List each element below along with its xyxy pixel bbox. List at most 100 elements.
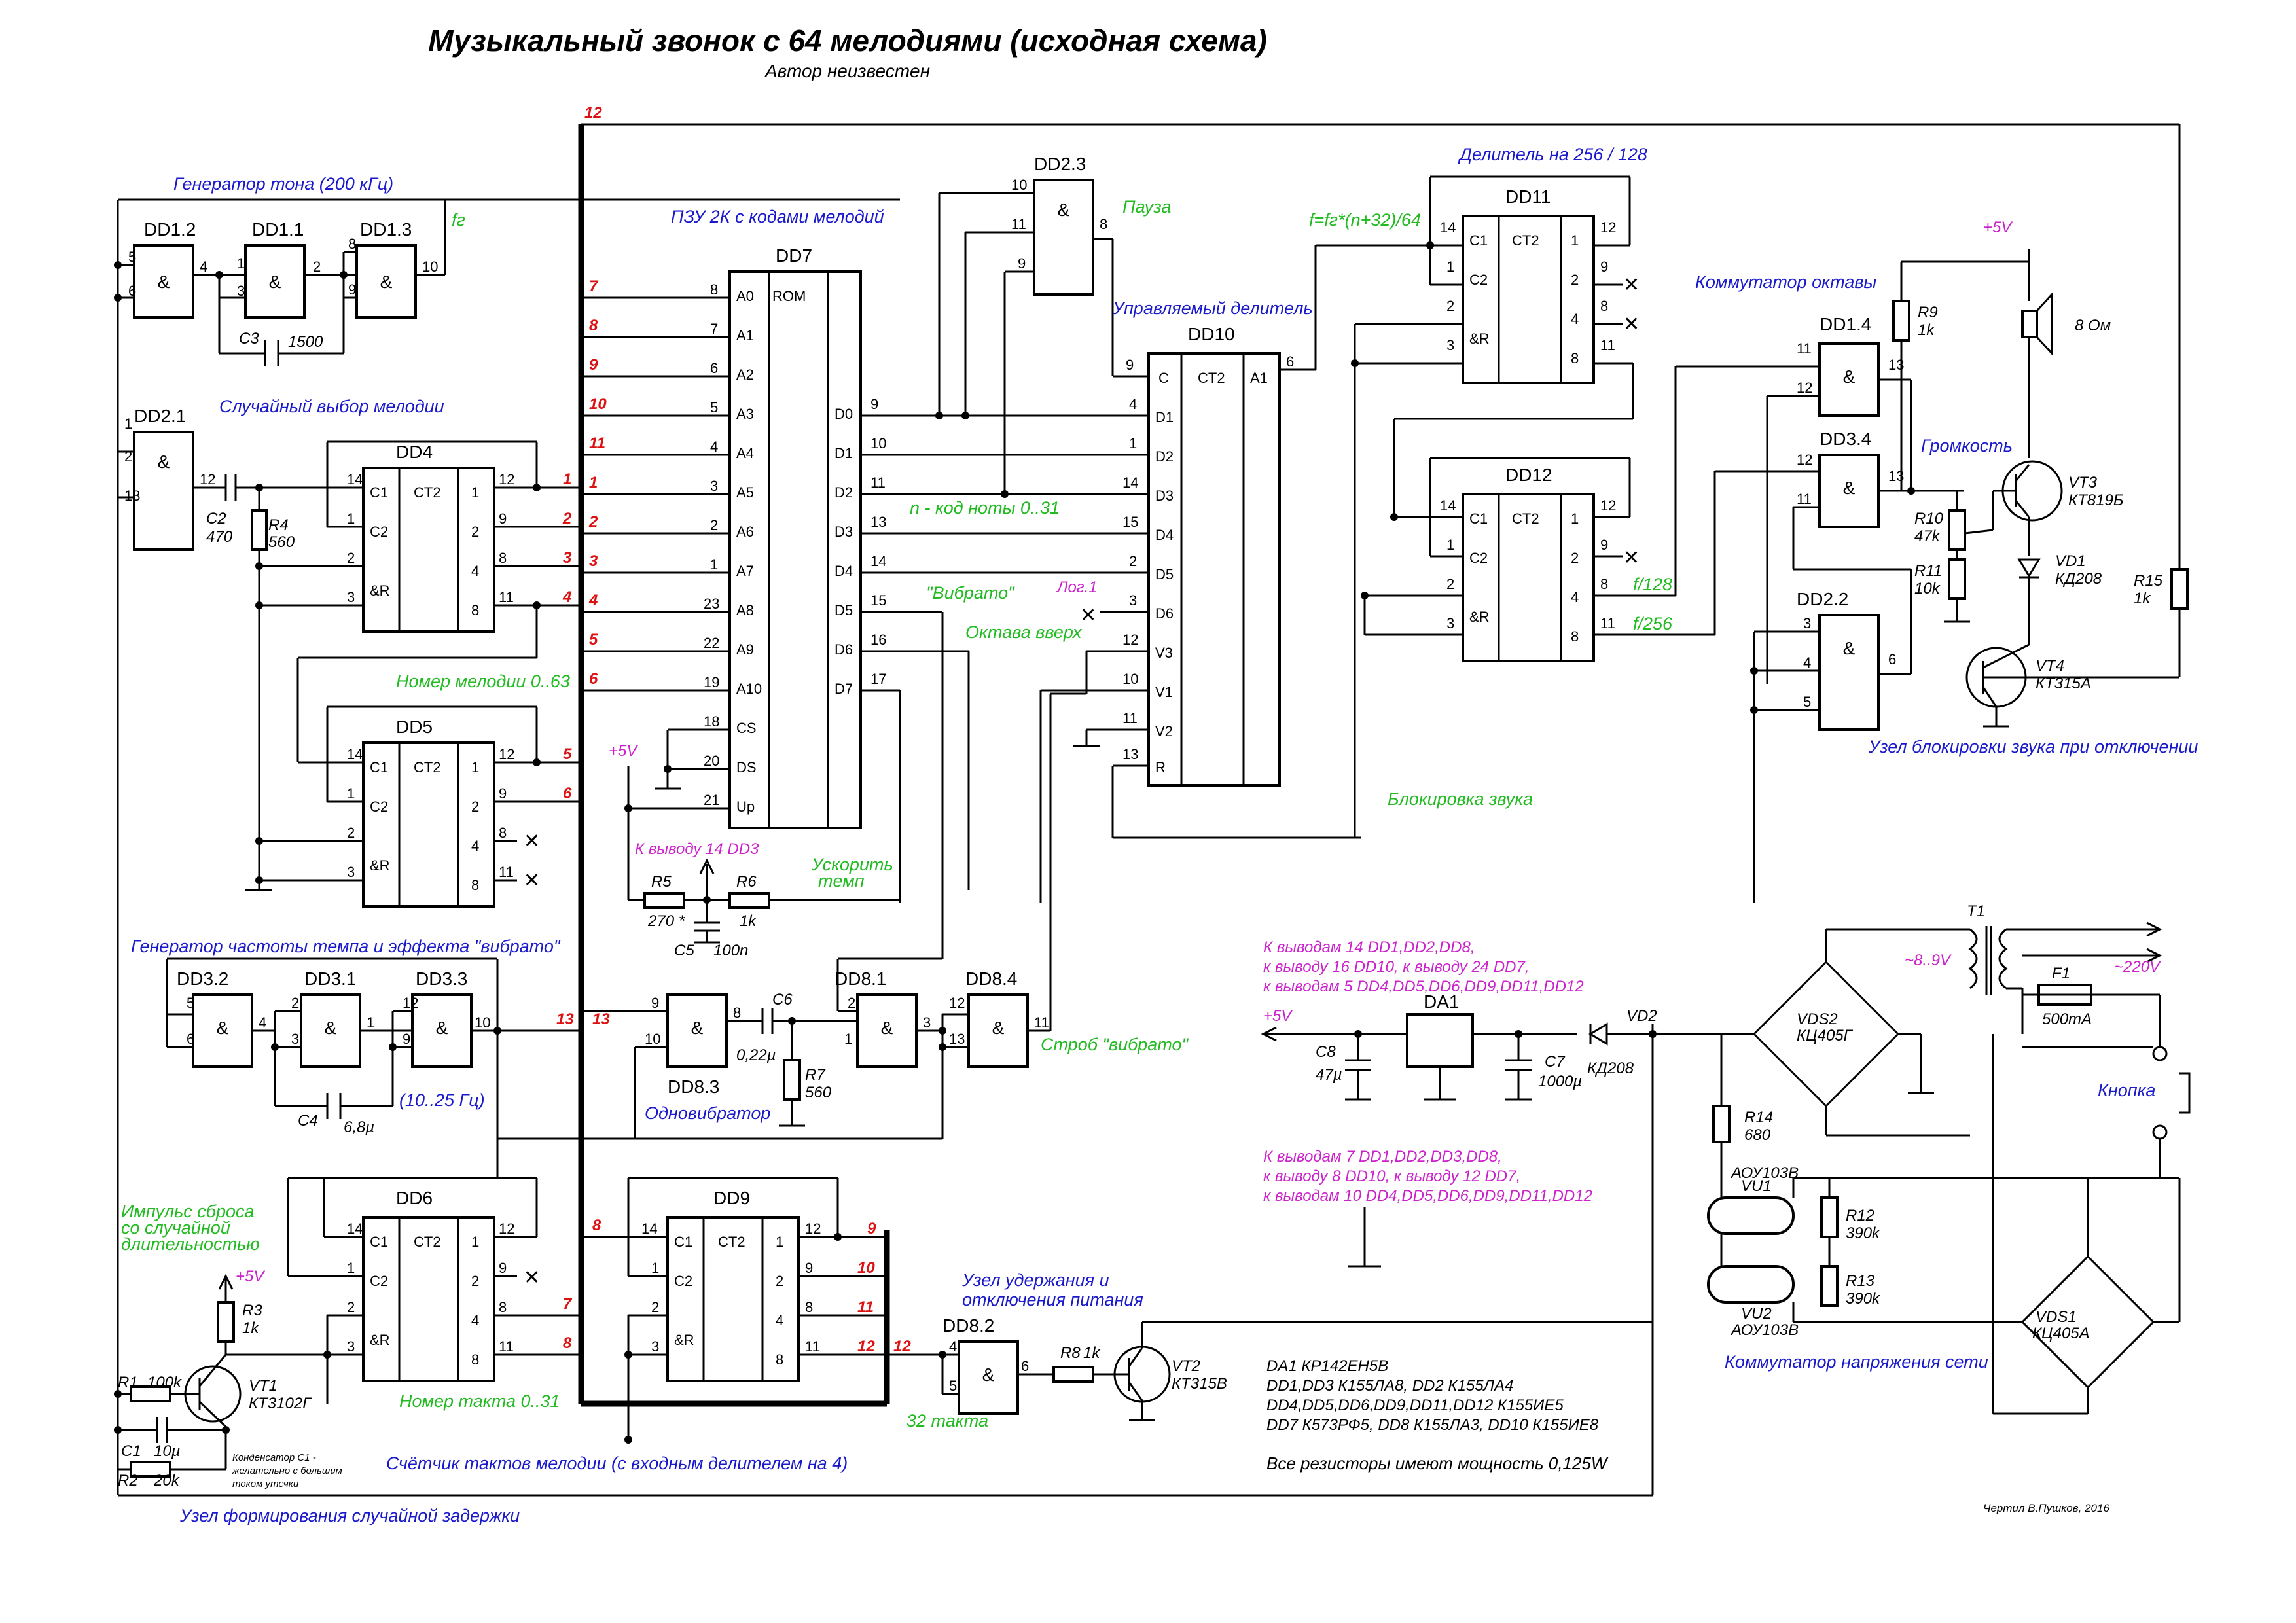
svg-text:7: 7 [563, 1295, 573, 1313]
svg-text:20: 20 [704, 753, 719, 769]
svg-text:2: 2 [848, 995, 855, 1011]
svg-text:9: 9 [651, 995, 659, 1011]
svg-text:6: 6 [589, 670, 598, 688]
svg-text:4: 4 [1129, 396, 1137, 412]
svg-text:1: 1 [471, 1234, 479, 1250]
svg-text:8: 8 [733, 1005, 741, 1021]
svg-text:R13: R13 [1846, 1272, 1875, 1290]
svg-text:Конденсатор С1 -: Конденсатор С1 - [232, 1452, 316, 1463]
svg-text:✕: ✕ [1623, 274, 1640, 296]
svg-text:&: & [982, 1364, 995, 1385]
svg-text:CT2: CT2 [1512, 232, 1539, 249]
svg-text:8: 8 [1100, 216, 1107, 232]
svg-text:✕: ✕ [524, 1267, 540, 1289]
f128-label: f/128 [1633, 575, 1672, 594]
svg-text:D6: D6 [1155, 605, 1174, 622]
svg-text:C2: C2 [1469, 550, 1488, 566]
vcc-note-2: к выводу 16 DD10, к выводу 24 DD7, [1263, 958, 1530, 976]
svg-text:1: 1 [1129, 435, 1137, 452]
svg-text:&: & [158, 272, 170, 292]
svg-text:C1: C1 [370, 1234, 388, 1250]
svg-text:R7: R7 [805, 1066, 826, 1084]
svg-text:током утечки: током утечки [232, 1478, 299, 1489]
svg-text:2: 2 [776, 1273, 783, 1289]
svg-text:10: 10 [422, 259, 438, 275]
svg-text:желательно с большим: желательно с большим [232, 1465, 342, 1476]
svg-text:VT4: VT4 [2036, 657, 2064, 675]
svg-text:470: 470 [206, 528, 233, 546]
svg-text:4: 4 [200, 259, 207, 275]
svg-text:8: 8 [1600, 576, 1608, 592]
svg-text:8 Ом: 8 Ом [2075, 317, 2111, 334]
svg-text:12: 12 [499, 1221, 514, 1237]
volume-label: Громкость [1921, 436, 2013, 455]
svg-text:15: 15 [870, 592, 886, 609]
speedup-line2: темп [818, 871, 865, 891]
svg-text:9: 9 [499, 1260, 507, 1276]
button-label: Кнопка [2098, 1080, 2155, 1100]
svg-text:8: 8 [589, 317, 598, 334]
svg-text:A1: A1 [736, 327, 754, 344]
svg-text:A9: A9 [736, 641, 754, 658]
gnd-note-3: к выводам 10 DD4,DD5,DD6,DD9,DD11,DD12 [1263, 1187, 1592, 1205]
reset-pulse-line2: со случайной [121, 1218, 230, 1238]
svg-text:R2: R2 [118, 1472, 138, 1489]
svg-text:3: 3 [923, 1014, 931, 1031]
svg-text:680: 680 [1744, 1126, 1771, 1144]
svg-text:2: 2 [471, 1273, 479, 1289]
svg-text:1k: 1k [1083, 1344, 1101, 1362]
svg-text:6: 6 [1021, 1358, 1029, 1374]
svg-text:D7: D7 [834, 681, 853, 697]
svg-text:&: & [992, 1018, 1005, 1038]
svg-text:6: 6 [1286, 353, 1294, 370]
svg-text:C1: C1 [1469, 510, 1488, 527]
svg-text:R15: R15 [2134, 572, 2163, 590]
svg-text:1000µ: 1000µ [1538, 1073, 1582, 1090]
svg-text:R5: R5 [651, 873, 672, 891]
svg-text:&: & [691, 1018, 704, 1038]
svg-text:9: 9 [1600, 259, 1608, 275]
svg-text:КТ3102Г: КТ3102Г [249, 1395, 312, 1412]
svg-text:9: 9 [589, 356, 598, 374]
svg-text:14: 14 [347, 1221, 363, 1237]
svg-text:100n: 100n [713, 942, 748, 959]
svg-text:2: 2 [1571, 550, 1579, 566]
svg-text:2: 2 [347, 1299, 355, 1315]
svg-text:C2: C2 [206, 510, 226, 527]
svg-text:4: 4 [471, 1312, 479, 1329]
svg-text:12: 12 [949, 995, 965, 1011]
svg-text:23: 23 [704, 596, 719, 612]
svg-text:R10: R10 [1914, 510, 1944, 527]
svg-text:10: 10 [1011, 177, 1027, 193]
svg-text:3: 3 [347, 589, 355, 605]
svg-text:DD2.2: DD2.2 [1797, 589, 1848, 609]
svg-text:+5V: +5V [1983, 219, 2013, 236]
svg-text:2: 2 [347, 825, 355, 841]
svg-text:DD6: DD6 [396, 1188, 433, 1208]
svg-text:1: 1 [844, 1031, 852, 1047]
svg-text:2: 2 [471, 524, 479, 540]
svg-text:20k: 20k [153, 1472, 181, 1489]
svg-text:&R: &R [370, 857, 390, 874]
svg-text:A4: A4 [736, 445, 754, 461]
svg-text:DD3.2: DD3.2 [177, 969, 228, 989]
svg-text:R14: R14 [1744, 1109, 1773, 1126]
svg-text:3: 3 [710, 478, 718, 494]
svg-text:12: 12 [403, 995, 418, 1011]
svg-text:11: 11 [1797, 491, 1812, 507]
svg-text:D6: D6 [834, 641, 853, 658]
gnd-note-1: К выводам 7 DD1,DD2,DD3,DD8, [1263, 1148, 1502, 1166]
svg-text:4: 4 [1803, 654, 1811, 671]
svg-text:2: 2 [588, 513, 598, 531]
svg-text:4: 4 [562, 588, 571, 606]
svg-text:D4: D4 [1155, 527, 1174, 543]
oneshot-label: Одновибратор [645, 1103, 770, 1123]
svg-text:8: 8 [471, 877, 479, 893]
svg-text:12: 12 [857, 1338, 875, 1355]
octave-switch-label: Коммутатор октавы [1695, 272, 1876, 292]
svg-text:R: R [1155, 759, 1166, 776]
